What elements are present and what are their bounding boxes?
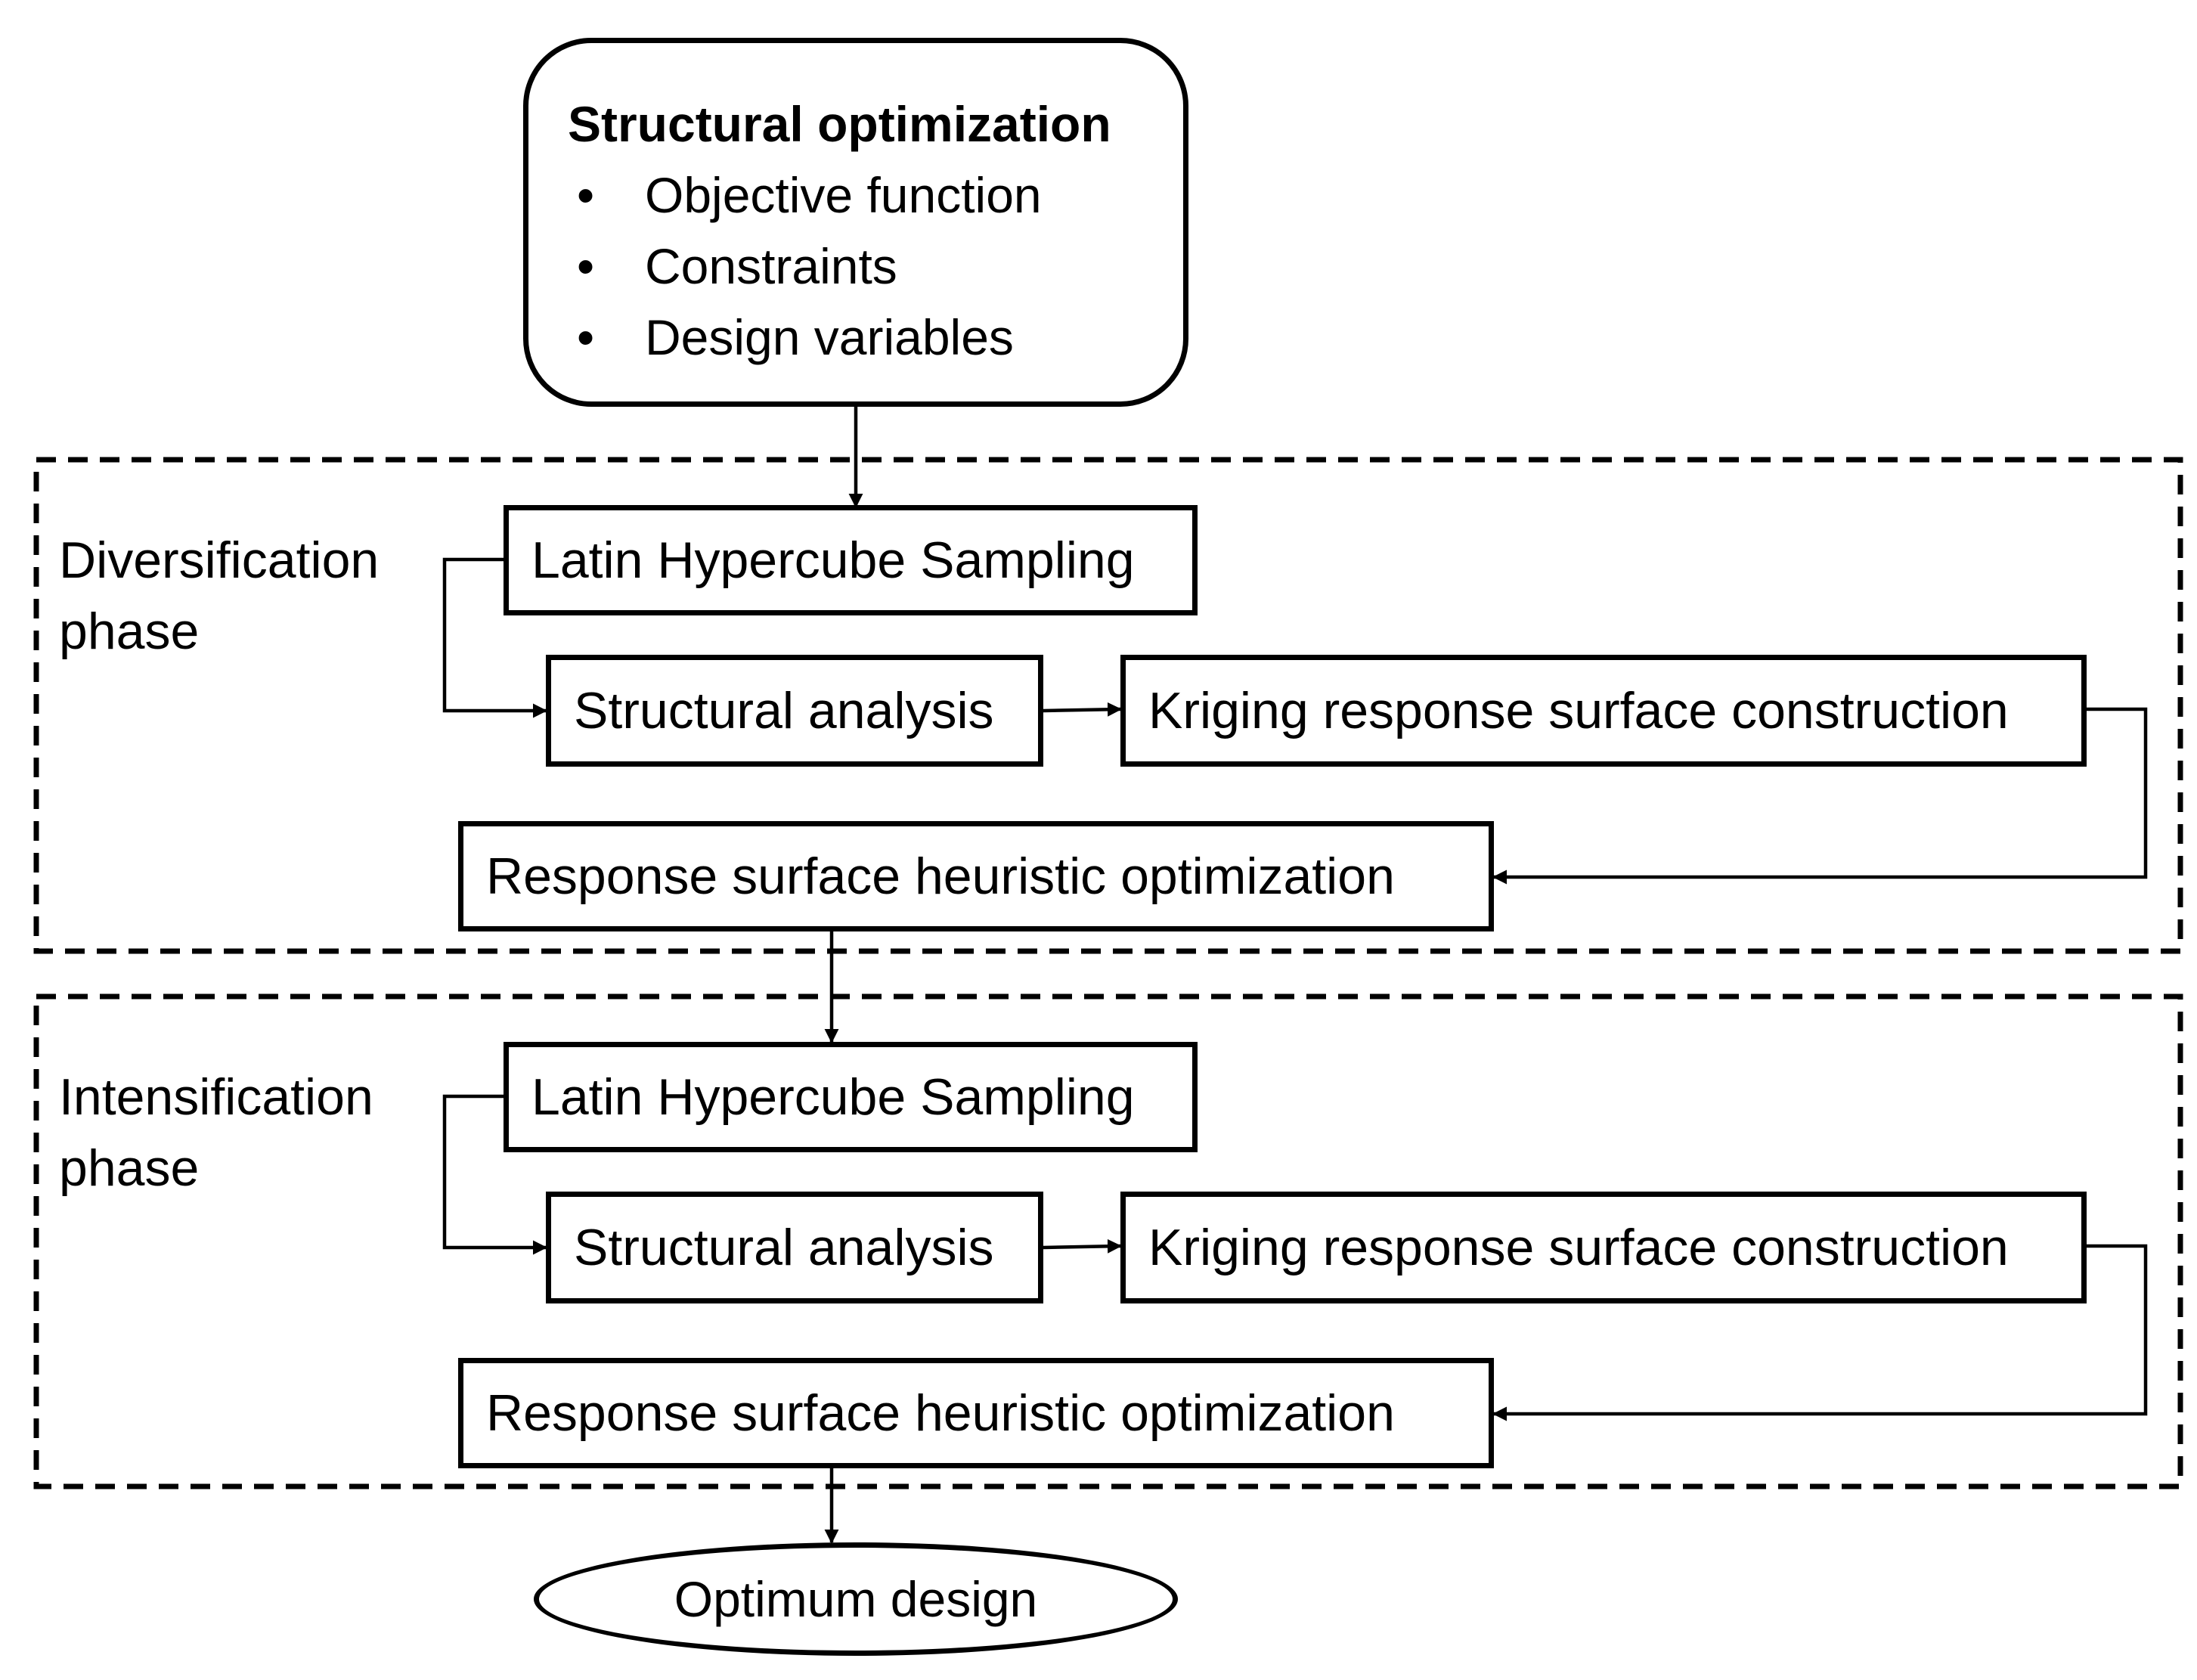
structural-optimization-box: Structural optimization •Objective funct… (523, 38, 1188, 407)
list-item: •Constraints (568, 231, 1183, 302)
kriging-box-2: Kriging response surface construction (1120, 1192, 2087, 1303)
arrow-analysis-to-kriging-1 (1043, 702, 1122, 717)
heuristic-optimization-box-1: Response surface heuristic optimization (458, 821, 1494, 931)
arrow-analysis-to-kriging-2 (1043, 1238, 1122, 1254)
intensification-phase-frame (33, 993, 2183, 1489)
list-item: •Objective function (568, 160, 1183, 231)
list-item: •Design variables (568, 302, 1183, 373)
structural-analysis-box-1: Structural analysis (546, 655, 1043, 767)
intensification-phase-label: Intensification phase (59, 1068, 373, 1197)
structural-optimization-list: •Objective function •Constraints •Design… (568, 160, 1183, 373)
arrow-sampling-to-analysis-1 (442, 557, 547, 718)
bullet: • (577, 309, 595, 365)
arrow-kriging-to-optimization-1 (1492, 707, 2148, 885)
latin-hypercube-sampling-box-1: Latin Hypercube Sampling (504, 505, 1198, 615)
arrow-kriging-to-optimization-2 (1492, 1244, 2148, 1421)
optimum-design-label: Optimum design (674, 1571, 1038, 1627)
optimum-design-ellipse: Optimum design (534, 1542, 1178, 1656)
structural-analysis-box-2: Structural analysis (546, 1192, 1043, 1303)
diversification-phase-frame (33, 457, 2183, 954)
kriging-box-1: Kriging response surface construction (1120, 655, 2087, 767)
latin-hypercube-sampling-box-2: Latin Hypercube Sampling (504, 1042, 1198, 1152)
bullet: • (577, 167, 595, 223)
bullet: • (577, 238, 595, 294)
heuristic-optimization-box-2: Response surface heuristic optimization (458, 1358, 1494, 1468)
structural-optimization-title: Structural optimization (568, 96, 1111, 152)
arrow-sampling-to-analysis-2 (442, 1094, 547, 1255)
diversification-phase-label: Diversification phase (59, 532, 380, 660)
